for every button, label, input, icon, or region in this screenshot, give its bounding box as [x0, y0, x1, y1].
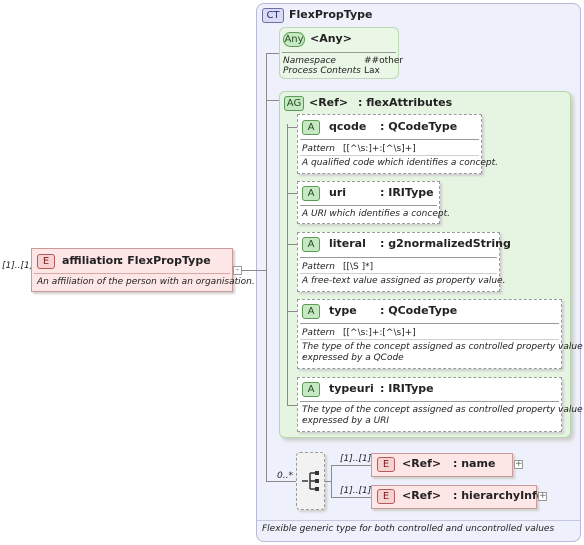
sequence-branch [331, 465, 332, 497]
attribute-divider [300, 401, 559, 402]
attribute-type: : QCodeType [380, 304, 458, 317]
attribute-name: literal [329, 237, 366, 250]
child-name-connector [331, 465, 371, 466]
attribute-name: uri [329, 186, 347, 199]
attribute-divider [300, 339, 559, 340]
attribute-description: A qualified code which identifies a conc… [302, 158, 499, 168]
any-namespace-label: Namespace [283, 56, 336, 66]
child-ref: <Ref> [402, 457, 442, 470]
attribute-pattern: [[^\s:]+:[^\s]+] [343, 144, 416, 154]
attribute-badge: A [302, 120, 320, 135]
collapse-toggle-icon[interactable]: - [233, 266, 242, 275]
element-cardinality: [1]..[1] [2, 261, 34, 271]
child-element-hierarchyinfo[interactable] [371, 485, 537, 509]
element-description: An affiliation of the person with an org… [37, 277, 255, 287]
attribute-type: : IRIType [380, 382, 434, 395]
child-badge: E [377, 457, 395, 472]
attribute-group-name: : flexAttributes [358, 96, 453, 109]
attribute-divider [300, 257, 497, 258]
attribute-uri [297, 181, 440, 224]
attribute-description: A free-text value assigned as property v… [302, 276, 506, 286]
attribute-description-cont: expressed by a URI [302, 416, 390, 426]
any-process-label: Process Contents [283, 66, 361, 76]
attribute-typeuri-connector [288, 405, 297, 406]
child-badge: E [377, 489, 395, 504]
attribute-qcode [297, 114, 482, 174]
attribute-literal [297, 232, 500, 292]
sequence-compositor[interactable] [296, 452, 325, 510]
attribute-group-spine [287, 124, 288, 406]
expand-icon[interactable]: + [538, 491, 547, 501]
attribute-type: : QCodeType [380, 120, 458, 133]
complex-type-badge: CT [262, 8, 284, 23]
attribute-divider [300, 205, 437, 206]
attribute-name: typeuri [329, 382, 374, 395]
attribute-pattern-label: Pattern [302, 144, 335, 154]
attribute-name: type [329, 304, 357, 317]
attribute-name: qcode [329, 120, 367, 133]
child-cardinality: [1]..[1] [340, 486, 372, 496]
element-name: affiliation [62, 254, 122, 267]
attribute-pattern-label: Pattern [302, 328, 335, 338]
attribute-badge: A [302, 237, 320, 252]
attribute-type-box [297, 299, 562, 369]
attribute-divider [300, 323, 559, 324]
sequence-icon [302, 471, 319, 491]
attribute-description: The type of the concept assigned as cont… [302, 405, 583, 425]
attribute-pattern: [[\S ]*] [343, 262, 374, 272]
element-type: : FlexPropType [119, 254, 211, 267]
any-title: <Any> [310, 32, 352, 45]
attribute-description-cont: expressed by a QCode [302, 353, 404, 363]
sequence-connector [266, 481, 296, 482]
child-cardinality: [1]..[1] [340, 454, 372, 464]
child-name: : hierarchyInfo [453, 489, 545, 502]
attribute-description: A URI which identifies a concept. [302, 209, 450, 219]
attribute-divider [300, 139, 479, 140]
attribute-description: The type of the concept assigned as cont… [302, 342, 583, 362]
attribute-group-ref: <Ref> [309, 96, 349, 109]
any-process-value: Lax [364, 66, 380, 76]
element-connector [242, 270, 266, 271]
attribute-pattern: [[^\s:]+:[^\s]+] [343, 328, 416, 338]
attribute-badge: A [302, 186, 320, 201]
complex-type-name: FlexPropType [289, 8, 373, 21]
attribute-badge: A [302, 304, 320, 319]
attribute-divider [300, 273, 497, 274]
attribute-literal-connector [288, 244, 297, 245]
any-badge: Any [283, 32, 305, 47]
attribute-type: : IRIType [380, 186, 434, 199]
sequence-stub [325, 481, 331, 482]
any-namespace-value: ##other [364, 56, 404, 66]
attribute-type: : g2normalizedString [380, 237, 511, 250]
attribute-divider [300, 155, 479, 156]
attribute-group-badge: AG [284, 96, 304, 111]
complex-type-footer-divider [257, 520, 580, 521]
sequence-cardinality: 0..* [277, 471, 293, 481]
element-divider [34, 273, 230, 274]
attribute-typeuri [297, 377, 562, 432]
attribute-qcode-connector [288, 127, 297, 128]
element-affiliation[interactable] [31, 248, 233, 292]
element-badge: E [37, 254, 55, 269]
any-connector [266, 53, 279, 54]
attribute-uri-connector [288, 193, 297, 194]
child-ref: <Ref> [402, 489, 442, 502]
attribute-type-connector [288, 311, 297, 312]
attribute-badge: A [302, 382, 320, 397]
complex-type-spine [266, 53, 267, 481]
attribute-pattern-label: Pattern [302, 262, 335, 272]
expand-icon[interactable]: + [514, 459, 523, 469]
attribute-group-connector [266, 100, 279, 101]
any-divider [282, 52, 396, 53]
child-hierarchy-connector [331, 497, 371, 498]
child-name: : name [453, 457, 496, 470]
complex-type-footer: Flexible generic type for both controlle… [262, 524, 555, 534]
